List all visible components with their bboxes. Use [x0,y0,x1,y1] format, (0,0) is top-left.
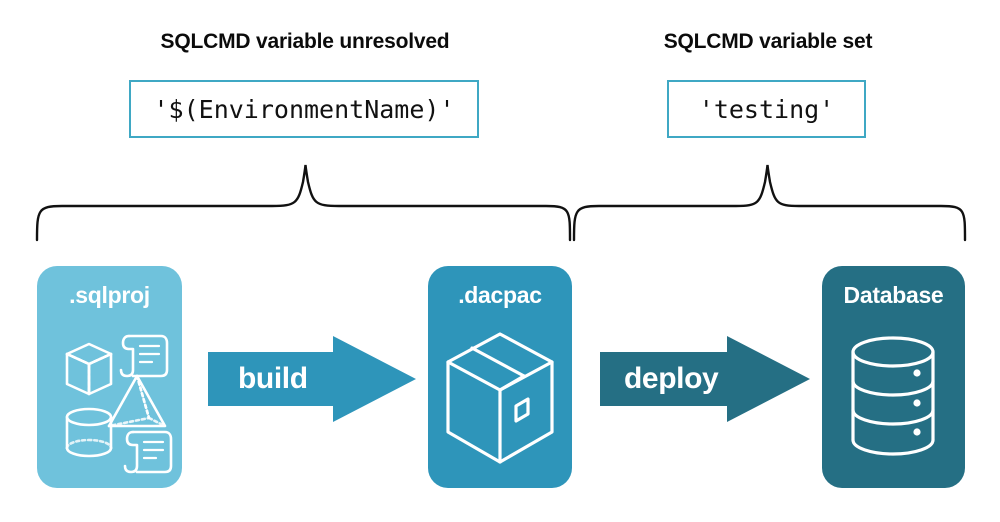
cylinder-icon [65,407,113,458]
card-sqlproj[interactable]: .sqlproj [37,266,182,488]
code-box-unresolved: '$(EnvironmentName)' [129,80,479,138]
code-box-set: 'testing' [667,80,866,138]
arrow-build: build [208,336,416,422]
card-dacpac-label: .dacpac [458,282,542,308]
card-database-label: Database [843,282,944,308]
brace-left-icon [35,164,572,242]
card-dacpac[interactable]: .dacpac [428,266,572,488]
project-shapes-icon [65,334,173,474]
section-title-set: SQLCMD variable set [663,30,873,53]
script-scroll-icon [119,334,169,378]
brace-right-icon [572,164,967,242]
cube-icon [65,342,113,396]
arrow-build-icon [208,336,416,422]
database-status-dots [913,369,921,436]
package-box-icon [446,332,554,464]
card-sqlproj-label: .sqlproj [69,282,150,308]
script-scroll-icon [123,430,173,474]
arrow-deploy-icon [600,336,810,422]
database-cylinder-icon [851,336,935,456]
section-title-unresolved: SQLCMD variable unresolved [160,30,450,53]
arrow-deploy: deploy [600,336,810,422]
brace-group [35,164,967,242]
pyramid-icon [107,374,167,428]
card-database[interactable]: Database [822,266,965,488]
